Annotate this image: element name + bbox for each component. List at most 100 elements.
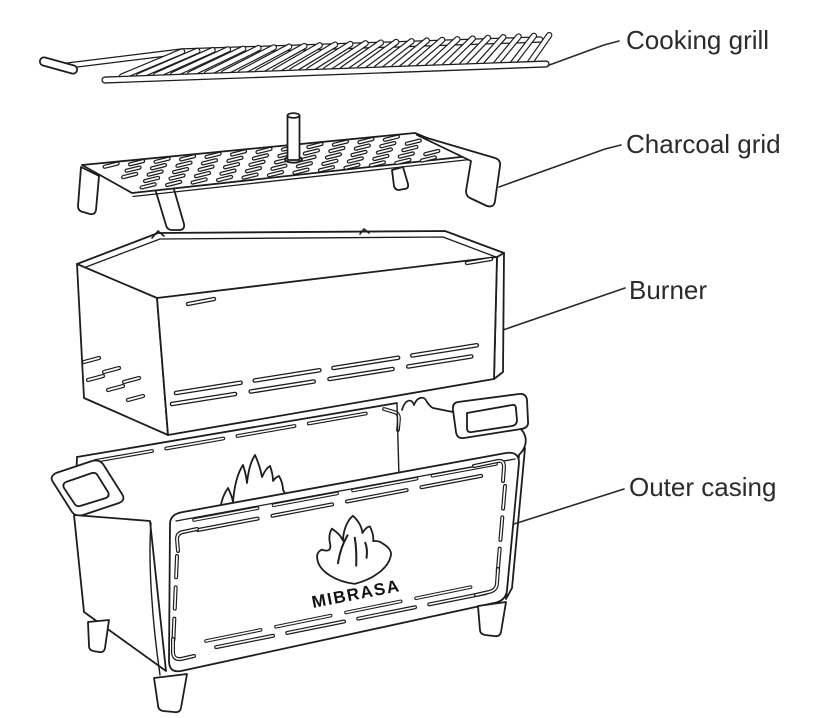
grid-slot: [370, 161, 385, 167]
grill-rod: [426, 37, 460, 69]
grid-slot: [198, 165, 214, 171]
cooking-grill-drawing: [39, 31, 553, 84]
grid-slot: [253, 154, 268, 160]
edge-slot-bottom: [205, 629, 262, 642]
grid-slot: [144, 177, 159, 182]
edge-slot-top: [431, 463, 497, 477]
burner-vent-slots: [81, 256, 494, 407]
grid-slot: [319, 166, 334, 172]
grid-slot: [402, 146, 418, 152]
grid-slot: [103, 162, 119, 168]
burner-drawing: [76, 228, 505, 436]
grid-slot: [195, 172, 210, 178]
frame-corner-slot: [475, 568, 499, 596]
grid-slot: [231, 150, 246, 156]
grill-rod: [120, 49, 184, 79]
burner-rim-slot: [187, 298, 215, 305]
grid-flange-right: [416, 134, 502, 208]
grid-slot: [129, 160, 144, 166]
edge-slot-top: [193, 507, 259, 521]
grid-flange-left: [77, 166, 100, 216]
grid-perforations: [102, 134, 441, 190]
casing-front-slot-frame: [171, 458, 507, 662]
grid-slot: [333, 140, 348, 146]
edge-slot-bottom: [345, 600, 402, 614]
grill-rod: [358, 39, 399, 71]
grid-slot: [205, 152, 221, 158]
grid-slot: [380, 142, 396, 148]
grill-rod: [290, 42, 337, 73]
frame-corner-slot: [473, 460, 505, 482]
grid-slot: [344, 163, 360, 169]
grid-slot: [249, 160, 265, 166]
grid-slot: [147, 170, 163, 176]
grid-slot: [151, 164, 166, 170]
frame-slot-left: [175, 555, 178, 579]
frame-corner-slot: [176, 528, 198, 552]
grill-rod: [137, 48, 200, 78]
grid-leg-left-inner: [152, 178, 186, 231]
leader-line-charcoal-grid: [498, 144, 622, 188]
grid-slot: [202, 159, 217, 165]
grid-slot: [180, 155, 195, 161]
burner-side-slot: [127, 395, 144, 401]
frame-slot-left: [172, 617, 176, 641]
grid-slot: [329, 147, 345, 152]
grill-frame-bar: [58, 49, 184, 69]
grid-post-top: [286, 112, 301, 119]
burner-side-slot: [107, 385, 124, 391]
burner-slot: [175, 381, 242, 394]
label-outer-casing: Outer casing: [629, 472, 777, 502]
burner-side-slot: [83, 357, 100, 363]
grid-slot: [297, 162, 312, 168]
label-cooking-grill: Cooking grill: [626, 25, 770, 55]
leader-line-cooking-grill: [547, 40, 620, 67]
grid-slot: [246, 167, 261, 173]
edge-slot-top: [352, 477, 418, 492]
burner-side-slot: [103, 367, 120, 373]
grid-slot: [384, 135, 399, 141]
grid-slot: [373, 155, 389, 160]
grid-slot: [348, 157, 363, 163]
frame-slot-top: [271, 503, 333, 517]
grid-slot: [154, 157, 170, 163]
casing-back-slot: [308, 412, 367, 425]
casing-back-slot: [94, 450, 153, 462]
grill-rod: [477, 35, 506, 67]
burner-side-slot: [123, 377, 140, 383]
grill-rod: [188, 46, 246, 77]
grill-rod: [222, 45, 276, 76]
edge-slot-bottom: [275, 614, 332, 628]
burner-front-face: [156, 256, 498, 436]
burner-slot: [253, 369, 321, 382]
grid-slot: [191, 178, 207, 184]
grid-slot: [220, 169, 236, 175]
grid-slot: [256, 148, 272, 153]
grid-slot: [227, 156, 243, 162]
grill-rod: [392, 38, 429, 70]
charcoal-grid-drawing: [77, 112, 502, 231]
casing-back-slot: [165, 437, 224, 450]
grill-left-end: [40, 58, 77, 73]
grid-slot: [354, 144, 370, 150]
grid-slot: [122, 173, 137, 178]
grill-rod: [511, 33, 536, 66]
grid-slot: [405, 139, 421, 145]
grill-rod: [171, 47, 230, 77]
edge-slot-top: [272, 492, 338, 506]
frame-slot-top: [420, 475, 482, 489]
grid-slot: [271, 164, 287, 170]
grid-leg-right-inner: [391, 166, 410, 191]
grid-slot: [169, 174, 185, 180]
grid-slot: [395, 158, 411, 164]
grid-slot: [125, 166, 141, 172]
grill-rod: [154, 48, 215, 78]
grill-rod: [273, 43, 322, 74]
leader-line-outer-casing: [513, 488, 625, 525]
burner-slot: [411, 344, 478, 357]
grid-slot: [140, 183, 156, 189]
grill-rod: [256, 44, 307, 74]
burner-slot: [249, 380, 315, 393]
